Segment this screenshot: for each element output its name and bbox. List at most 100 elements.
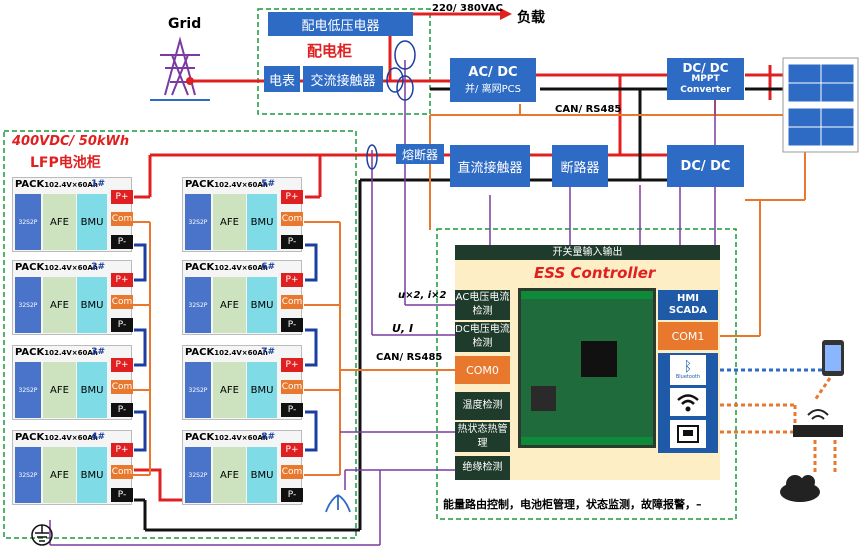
pack-number: 6# <box>261 262 275 272</box>
pack-name: PACK <box>15 432 45 443</box>
acdc-pcs-box: AC/ DC 并/ 离网PCS <box>450 58 536 102</box>
load-arrow <box>500 8 512 20</box>
terminal-positive: P+ <box>111 190 133 204</box>
ess-title: ESS Controller <box>534 264 656 282</box>
io-header: 开关量输入输出 <box>455 245 720 260</box>
pack-header: PACK102.4V×60Ah <box>185 347 268 358</box>
pack-afe: AFE <box>213 194 246 250</box>
pack-spec: 102.4V×60Ah <box>44 181 98 189</box>
hmi-label: HMI <box>676 293 700 304</box>
pcb-display <box>581 341 617 377</box>
terminal-positive: P+ <box>281 358 303 372</box>
terminal-negative: P- <box>281 235 303 249</box>
pack-header: PACK102.4V×60Ah <box>15 347 98 358</box>
pack-cell: 32S2P <box>185 447 211 503</box>
pack-number: 1# <box>91 179 105 189</box>
pv-panel-icon <box>782 57 859 153</box>
terminal-positive: P+ <box>111 443 133 457</box>
pack-bmu: BMU <box>77 362 107 418</box>
signal-ui-label: U, I <box>392 322 414 335</box>
terminal-com: Com <box>111 295 133 309</box>
pack-afe: AFE <box>43 447 76 503</box>
mppt-sub2: Converter <box>680 84 731 95</box>
footer-text: 能量路由控制，电池柜管理，状态监测，故障报警，– <box>443 498 702 511</box>
pcb-chip <box>531 386 556 411</box>
pack-bmu: BMU <box>247 277 277 333</box>
terminal-negative: P- <box>111 488 133 502</box>
terminal-com: Com <box>281 212 303 226</box>
ethernet-icon <box>670 420 706 448</box>
pack-afe: AFE <box>43 277 76 333</box>
insulation-box: 绝缘检测 <box>455 456 510 480</box>
mppt-sub1: MPPT <box>691 73 720 84</box>
pack-afe: AFE <box>43 362 76 418</box>
pack-spec: 102.4V×60Ah <box>214 349 268 357</box>
pack-afe: AFE <box>213 277 246 333</box>
pack-spec: 102.4V×60Ah <box>44 349 98 357</box>
pack-name: PACK <box>15 179 45 190</box>
breaker-box: 断路器 <box>552 145 608 187</box>
pack-spec: 102.4V×60Ah <box>44 434 98 442</box>
pack-bmu: BMU <box>77 194 107 250</box>
pack-header: PACK102.4V×60Ah <box>15 432 98 443</box>
can-bus-label: CAN/ RS485 <box>555 104 622 115</box>
fan-icon <box>325 494 351 513</box>
distribution-cabinet-border <box>257 8 431 115</box>
grid-label: Grid <box>168 16 202 32</box>
pack-cell: 32S2P <box>185 277 211 333</box>
pack-name: PACK <box>185 347 215 358</box>
pack-name: PACK <box>15 262 45 273</box>
pack-number: 3# <box>91 347 105 357</box>
ac-detect-box: AC电压电流检测 <box>455 290 510 320</box>
terminal-positive: P+ <box>281 443 303 457</box>
grid-node <box>186 77 194 85</box>
pack-cell: 32S2P <box>15 447 41 503</box>
bluetooth-icon: ᛒ Bluetooth <box>670 355 706 385</box>
pack-name: PACK <box>15 347 45 358</box>
terminal-com: Com <box>111 465 133 479</box>
terminal-negative: P- <box>281 403 303 417</box>
thermal-box: 热状态热管理 <box>455 422 510 452</box>
dc-contactor-box: 直流接触器 <box>450 145 530 187</box>
pack-header: PACK102.4V×60Ah <box>15 179 98 190</box>
pack-name: PACK <box>185 179 215 190</box>
battery-spec: 400VDC/ 50kWh <box>12 134 130 149</box>
pack-cell: 32S2P <box>15 277 41 333</box>
scada-label: SCADA <box>668 305 708 316</box>
pack-bmu: BMU <box>247 194 277 250</box>
acdc-title: AC/ DC <box>468 65 518 80</box>
ground-icon <box>31 524 53 546</box>
pack-afe: AFE <box>213 362 246 418</box>
lv-appliance-box: 配电低压电器 <box>268 12 413 36</box>
terminal-negative: P- <box>281 318 303 332</box>
pack-cell: 32S2P <box>185 194 211 250</box>
distribution-cabinet-label: 配电柜 <box>307 42 353 60</box>
pack-afe: AFE <box>43 194 76 250</box>
hmi-box: HMI SCADA <box>658 290 718 320</box>
pack-name: PACK <box>185 262 215 273</box>
pack-cell: 32S2P <box>185 362 211 418</box>
pack-afe: AFE <box>213 447 246 503</box>
grid-tower-icon <box>160 36 200 96</box>
temp-detect-box: 温度检测 <box>455 392 510 420</box>
dcdc-box: DC/ DC <box>667 145 744 187</box>
load-label: 负载 <box>517 10 545 26</box>
terminal-com: Com <box>281 380 303 394</box>
pcb-board-image <box>518 288 656 448</box>
terminal-com: Com <box>281 295 303 309</box>
dc-detect-box: DC电压电流检测 <box>455 322 510 352</box>
pack-spec: 102.4V×60Ah <box>214 434 268 442</box>
can-bus-label-2: CAN/ RS485 <box>376 352 443 363</box>
terminal-negative: P- <box>111 318 133 332</box>
meter-box: 电表 <box>264 66 300 92</box>
pack-spec: 102.4V×60Ah <box>44 264 98 272</box>
signal-uv-label: u×2, i×2 <box>398 290 447 301</box>
pack-name: PACK <box>185 432 215 443</box>
pack-bmu: BMU <box>247 447 277 503</box>
terminal-positive: P+ <box>111 358 133 372</box>
acdc-sub: 并/ 离网PCS <box>465 84 521 95</box>
battery-title: LFP电池柜 <box>30 155 101 171</box>
terminal-positive: P+ <box>281 273 303 287</box>
